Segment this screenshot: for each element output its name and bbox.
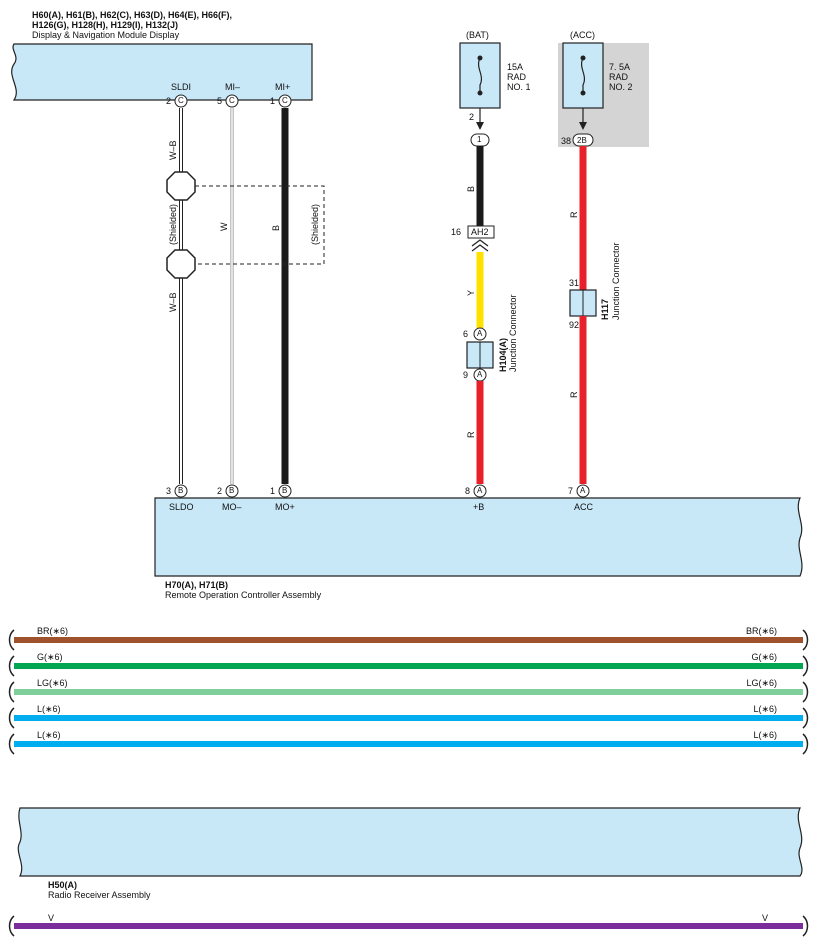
bat-fuse-rating: 15A: [507, 62, 524, 72]
bus-label-left: L(∗6): [37, 704, 61, 714]
bus-label-right: G(∗6): [751, 652, 777, 662]
ctrl-conn: A: [580, 486, 586, 495]
bus-wire-break: [802, 655, 809, 677]
top-module-box: [11, 43, 313, 101]
shield-octagon-top: [166, 171, 196, 201]
bat-fuse-name: RAD: [507, 72, 527, 82]
pin-num: 1: [270, 96, 276, 106]
bus-wire-break: [802, 629, 809, 651]
controller-name: Remote Operation Controller Assembly: [165, 590, 322, 600]
bus-wire-break: [802, 733, 809, 755]
top-module-name: Display & Navigation Module Display: [32, 30, 180, 40]
controller-box: [154, 497, 803, 577]
ctrl-pin-num: 3: [166, 486, 172, 496]
acc-wire-r2: R: [569, 391, 579, 399]
wire-label-b: B: [271, 224, 281, 231]
pin-label-mi-plus: MI+: [275, 82, 291, 92]
h104-name: Junction Connector: [508, 294, 518, 372]
ctrl-pin-label-b-plus: +B: [473, 502, 485, 512]
ctrl-conn: B: [282, 486, 288, 495]
bat-conn-1: 1: [477, 135, 482, 144]
h117-label: H117: [600, 298, 610, 320]
conn-letter: C: [229, 96, 235, 105]
bus-wire-break: [8, 655, 15, 677]
ctrl-conn: A: [477, 486, 483, 495]
top-module-connectors-2: H126(G), H128(H), H129(I), H132(J): [32, 20, 179, 30]
bat-wire-r: R: [466, 431, 476, 439]
acc-conn: 2B: [577, 136, 587, 145]
h104-pin-bottom: 9: [463, 370, 469, 380]
ctrl-pin-num: 2: [217, 486, 223, 496]
h104-conn-top: A: [477, 329, 483, 338]
pin-label-mi-minus: MI–: [225, 82, 241, 92]
pin-num: 5: [217, 96, 223, 106]
bat-source-label: (BAT): [466, 30, 489, 40]
wire-v-label-right: V: [762, 913, 769, 923]
ctrl-conn: B: [178, 486, 184, 495]
wire-label-wb-top: W–B: [168, 140, 178, 160]
acc-wire-r1: R: [569, 211, 579, 219]
bus-label-right: L(∗6): [753, 704, 777, 714]
bus-wire-break: [802, 681, 809, 703]
acc-fuse-name-2: NO. 2: [609, 82, 633, 92]
receiver-name: Radio Receiver Assembly: [48, 890, 151, 900]
pin-label-sldi: SLDI: [171, 82, 192, 92]
bus-label-right: LG(∗6): [746, 678, 777, 688]
bat-wire-y: Y: [466, 289, 476, 296]
shield-outline: [195, 185, 325, 265]
ctrl-pin-label-mo-minus: MO–: [222, 502, 242, 512]
bus-wire-break: [802, 707, 809, 729]
h104-pin-top: 6: [463, 329, 469, 339]
top-module-connectors: H60(A), H61(B), H62(C), H63(D), H64(E), …: [32, 10, 233, 20]
ctrl-conn: B: [229, 486, 235, 495]
h104-conn-bottom: A: [477, 370, 483, 379]
bat-wire-b: B: [466, 185, 476, 192]
h117-pin-top: 31: [569, 278, 580, 288]
shielded-label-left: (Shielded): [168, 203, 178, 245]
bus-label-left: LG(∗6): [37, 678, 68, 688]
bus-wire-break: [8, 681, 15, 703]
acc-source-label: (ACC): [570, 30, 595, 40]
shield-octagon-bottom: [166, 249, 196, 279]
ah2-pin: 16: [451, 227, 462, 237]
bus-wire-break: [8, 629, 15, 651]
acc-fuse-box: [562, 42, 604, 109]
bus-wire-break: [8, 707, 15, 729]
ctrl-pin-num: 1: [270, 486, 276, 496]
h117-name: Junction Connector: [611, 242, 621, 320]
bus-label-left: L(∗6): [37, 730, 61, 740]
bus-label-right: L(∗6): [753, 730, 777, 740]
bus-label-left: BR(∗6): [37, 626, 69, 636]
bus-wire-break: [8, 733, 15, 755]
ctrl-pin-label-acc: ACC: [574, 502, 594, 512]
h117-pin-bottom: 92: [569, 320, 580, 330]
wire-label-wb-bottom: W–B: [168, 292, 178, 312]
acc-fuse-name: RAD: [609, 72, 629, 82]
bat-fuse-name-2: NO. 1: [507, 82, 531, 92]
receiver-label: H50(A): [48, 880, 78, 890]
ah2-label: AH2: [471, 227, 489, 237]
conn-letter: C: [178, 96, 184, 105]
acc-pin: 38: [561, 136, 572, 146]
bat-pin-top: 2: [469, 112, 475, 122]
conn-letter: C: [282, 96, 288, 105]
ctrl-pin-label-mo-plus: MO+: [275, 502, 295, 512]
ctrl-pin-num: 8: [465, 486, 471, 496]
wire-v-label-left: V: [48, 913, 55, 923]
bat-fuse-box: [459, 42, 501, 109]
pin-num: 2: [166, 96, 172, 106]
acc-fuse-rating: 7. 5A: [609, 62, 631, 72]
wire-label-w: W: [219, 222, 229, 232]
bus-label-right: BR(∗6): [745, 626, 777, 636]
receiver-box: [17, 807, 803, 877]
h104-label: H104(A): [498, 337, 508, 372]
ctrl-pin-num: 7: [568, 486, 574, 496]
bus-label-left: G(∗6): [37, 652, 63, 662]
ctrl-pin-label-sldo: SLDO: [169, 502, 194, 512]
ah2-connector: [467, 225, 495, 239]
shielded-label-right: (Shielded): [310, 203, 320, 245]
controller-label: H70(A), H71(B): [165, 580, 229, 590]
